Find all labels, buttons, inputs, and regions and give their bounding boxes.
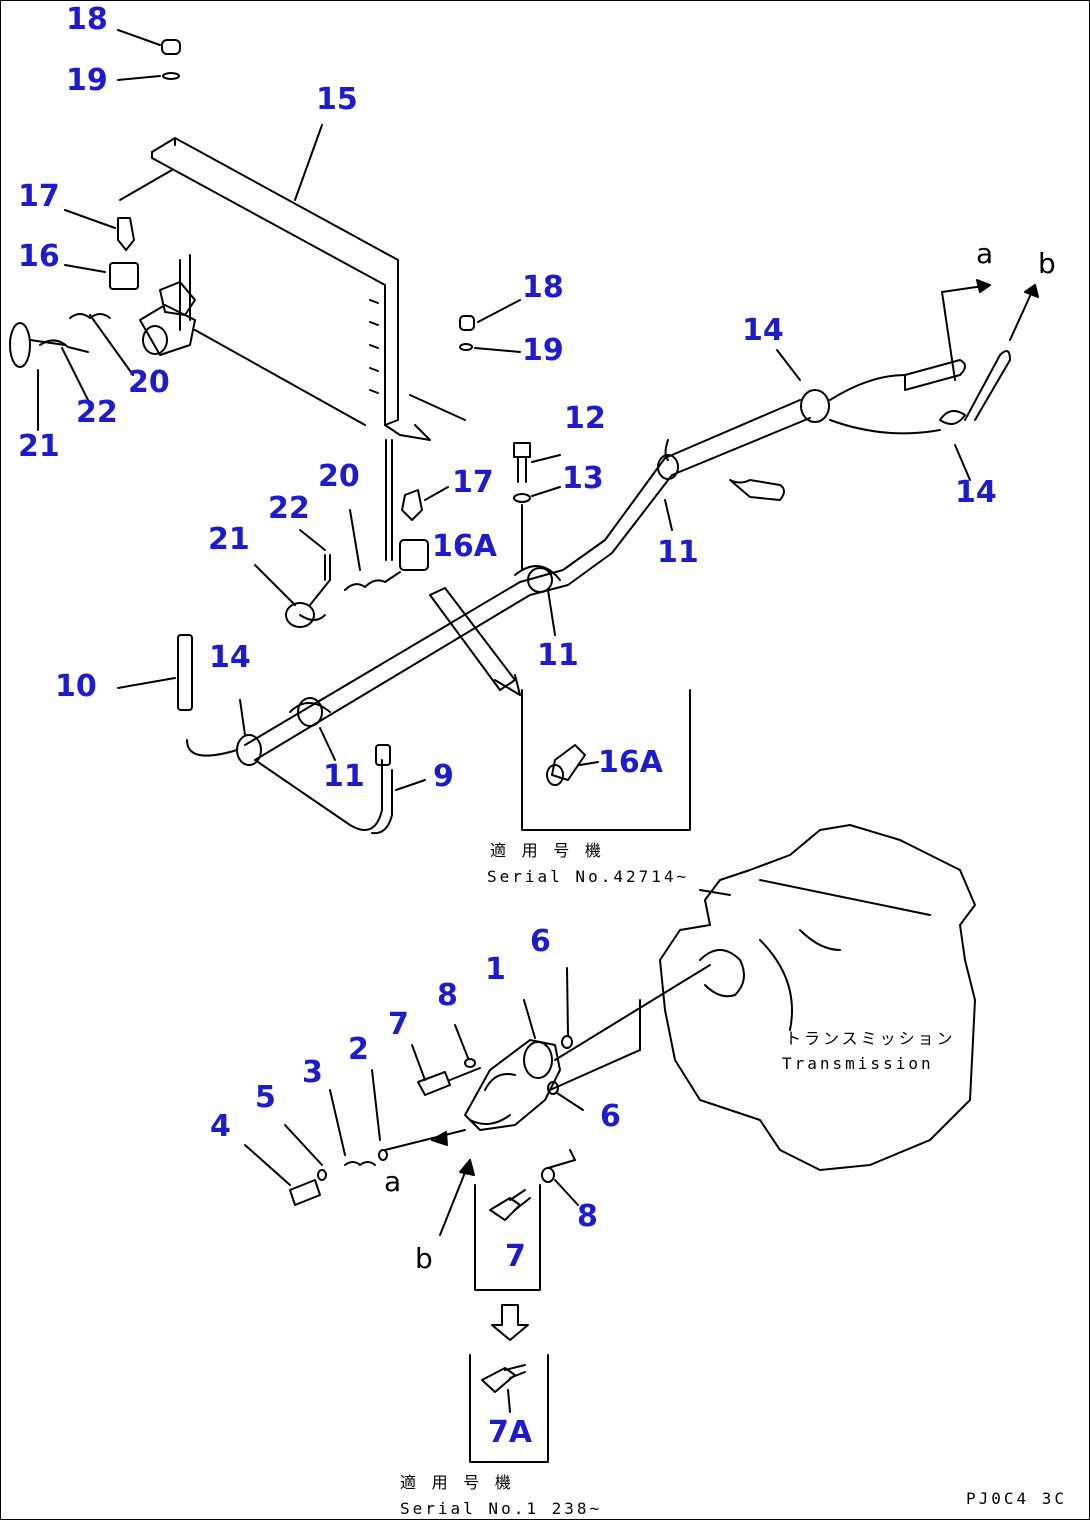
leaders-top-left [37,29,323,431]
callout-10: 10 [55,669,97,704]
hose-10 [117,634,193,711]
serial-note-2-jp: 適 用 号 機 [400,1473,514,1492]
oil-tube-assembly [186,279,1039,766]
serial-note-1-en: Serial No.42714~ [487,867,690,886]
flow-letter-b-top: b [1038,247,1056,280]
serial-note-1-jp: 適 用 号 機 [490,841,604,860]
callout-7A: 7A [488,1415,533,1450]
callout-7-top: 7 [388,1007,409,1042]
callout-9: 9 [433,759,454,794]
callout-21-mid: 21 [208,522,250,557]
callout-20-top: 20 [128,365,170,400]
figure-code: PJ0C4 3C [966,1489,1068,1508]
flow-letter-a-top: a [976,237,994,270]
callout-14-right-top: 14 [742,313,784,348]
nut-18-top [161,39,181,80]
callout-22-top: 22 [76,395,118,430]
callout-14-right-bottom: 14 [955,475,997,510]
callout-21-top: 21 [18,429,60,464]
callout-16A-mid: 16A [432,529,497,564]
callout-16: 16 [18,239,60,274]
flow-letter-a-bottom: a [384,1165,402,1198]
detail-16A [429,587,691,831]
callout-8-bottom: 8 [577,1199,598,1234]
callout-13: 13 [562,461,604,496]
callout-11-mid: 11 [537,638,579,673]
callout-19-mid: 19 [522,333,564,368]
callout-6-bottom: 6 [600,1099,621,1134]
detail-7 [469,1184,549,1463]
callout-20-mid: 20 [318,459,360,494]
callout-17-top: 17 [18,179,60,214]
clamp-cluster-mid [254,486,449,628]
callout-18-top: 18 [66,2,108,37]
hose-9 [254,744,426,835]
nut-18-mid [459,299,521,353]
callout-19-top: 19 [66,63,108,98]
callout-11-left: 11 [323,759,365,794]
callout-22-mid: 22 [268,491,310,526]
flow-letter-b-bottom: b [415,1242,433,1275]
callout-11-right: 11 [657,535,699,570]
transmission-label-en: Transmission [782,1054,934,1073]
callout-18-mid: 18 [522,270,564,305]
callout-14-left: 14 [209,640,251,675]
transmission-outline [659,824,976,1171]
callout-7-detail: 7 [505,1239,526,1274]
callout-2: 2 [348,1032,369,1067]
flange-assembly [244,964,711,1236]
callout-17-mid: 17 [452,465,494,500]
transmission-label-jp: トランスミッション [785,1029,956,1048]
serial-note-2-en: Serial No.1 238~ [400,1499,603,1518]
callout-6-top: 6 [530,924,551,959]
callout-16A-detail: 16A [598,745,663,780]
callout-5: 5 [255,1080,276,1115]
cooler-frame-15 [119,137,466,561]
callout-4: 4 [210,1109,231,1144]
clamp-cluster-top [9,217,196,368]
bolt-12 [513,442,561,571]
callout-12: 12 [564,401,606,436]
callout-1: 1 [485,952,506,987]
callout-8-top: 8 [437,978,458,1013]
callout-3: 3 [302,1055,323,1090]
callout-15: 15 [316,82,358,117]
